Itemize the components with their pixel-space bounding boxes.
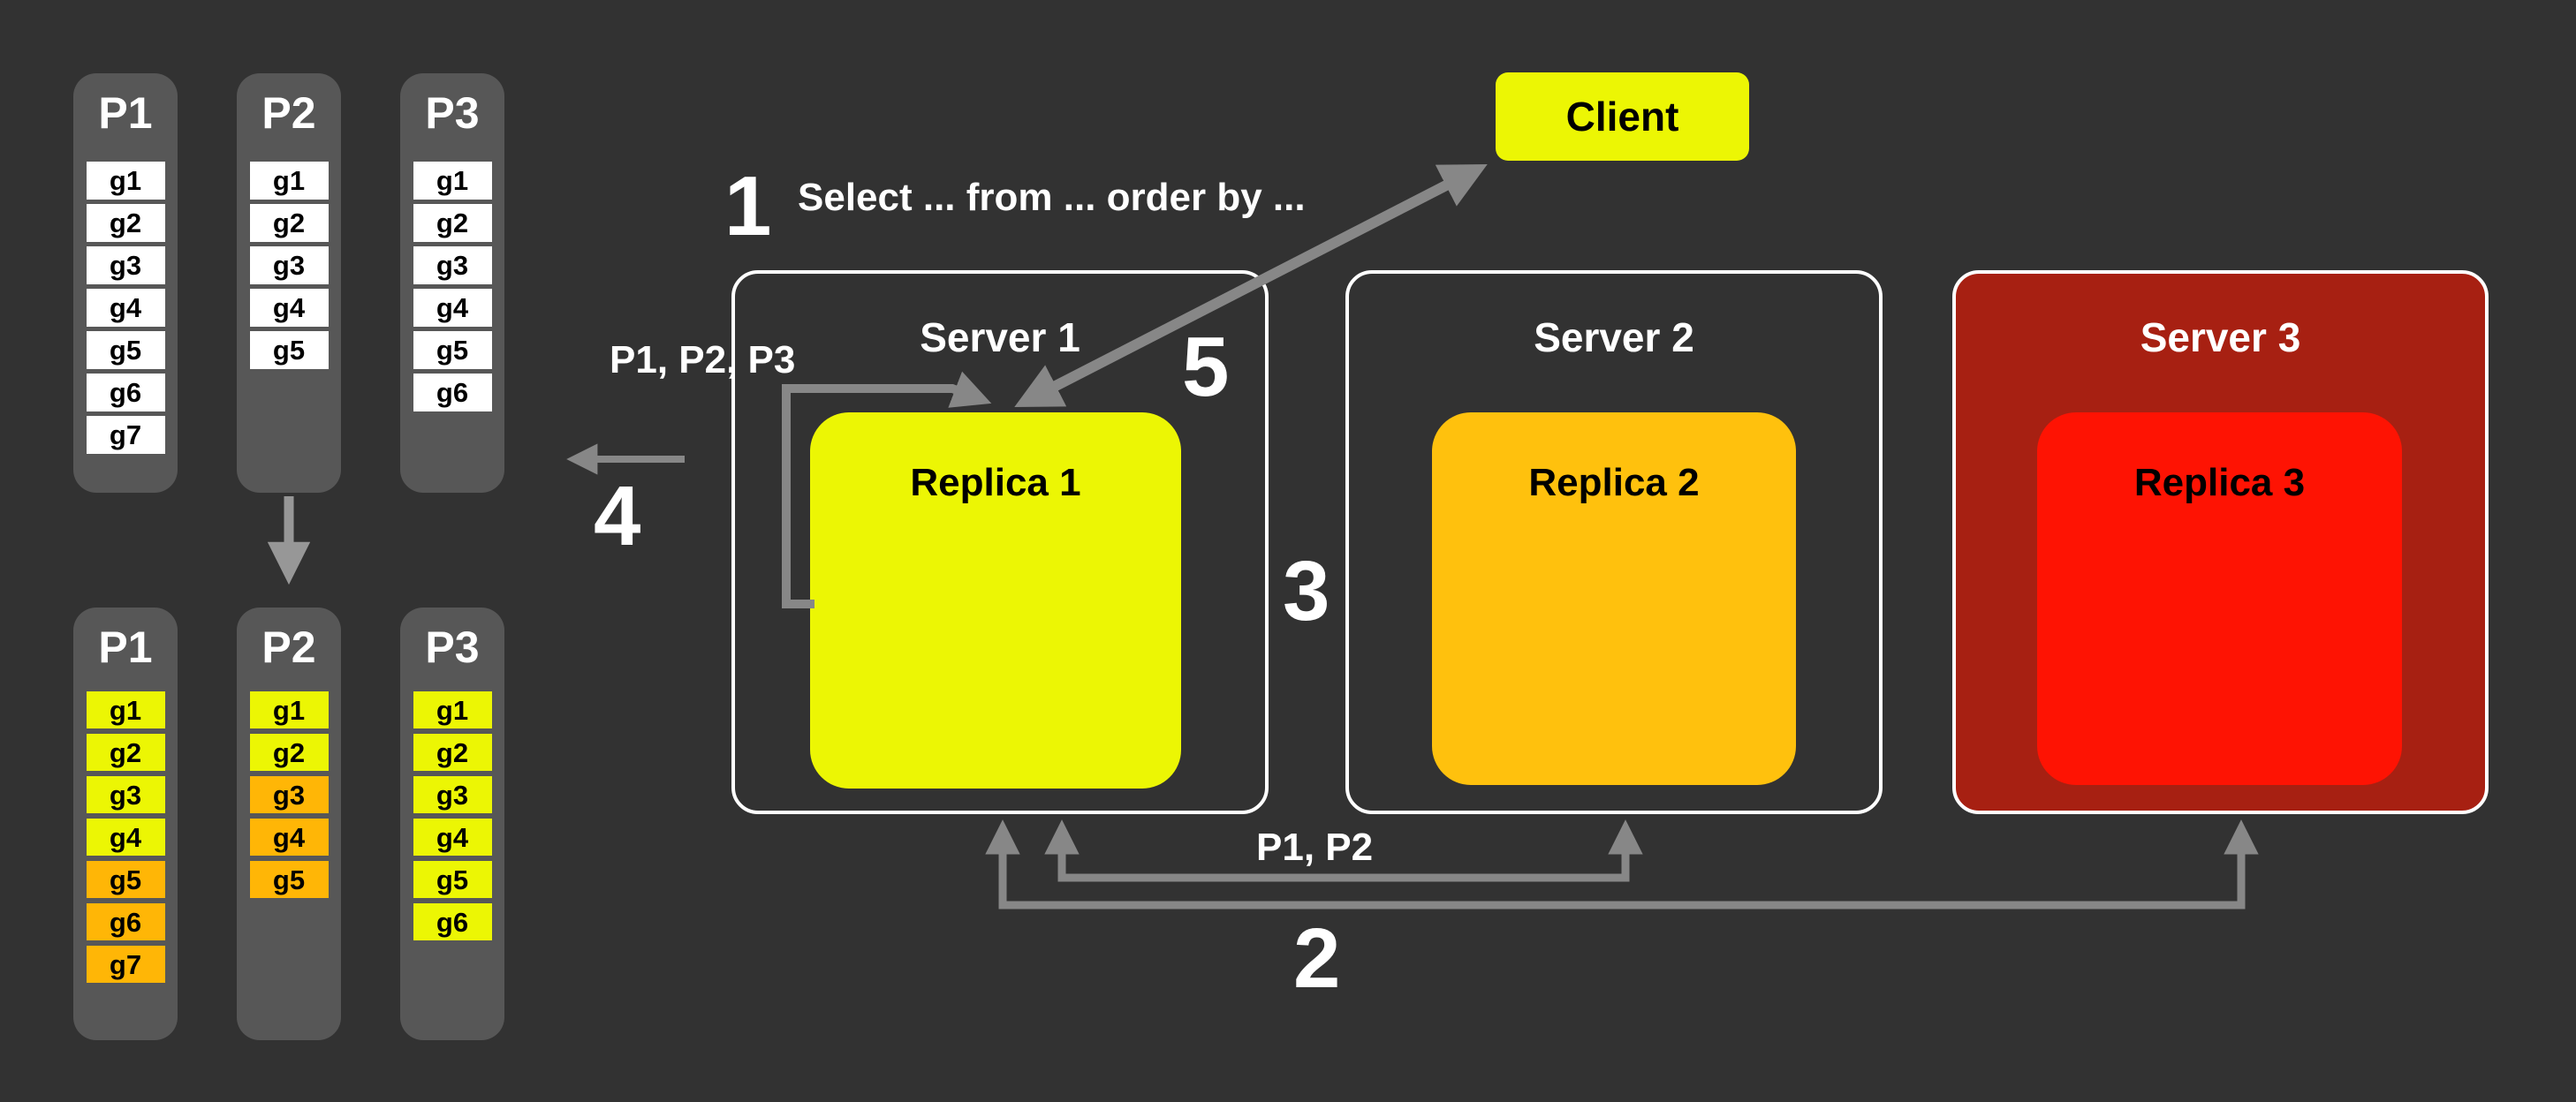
partition-title: P3 (425, 88, 480, 138)
group-box-g3: g3 (86, 776, 165, 813)
partition-column-p2-after: P2 g1 g2 g3 g4 g5 (237, 608, 341, 1040)
group-box-g1: g1 (249, 162, 329, 200)
replica-3-title: Replica 3 (2133, 461, 2306, 504)
replica-2-box: Replica 2 (1432, 412, 1796, 785)
replica-1-title: Replica 1 (910, 461, 1081, 504)
partition-set-before: P1 g1 g2 g3 g4 g5 g6 g7 P2 g1 g2 g3 g4 g5 P3 g1 g2 g3 g4 g5… (73, 73, 504, 493)
group-box-g3: g3 (413, 246, 492, 284)
loop-partitions-label: P1, P2, P3 (610, 338, 796, 381)
group-box-g7: g7 (86, 946, 165, 983)
group-box-g6: g6 (86, 903, 165, 940)
group-box-g6: g6 (413, 903, 492, 940)
replica-1-box: Replica 1 (810, 412, 1181, 789)
group-box-g2: g2 (413, 204, 492, 242)
group-box-g1: g1 (413, 691, 492, 728)
group-box-g1: g1 (249, 691, 329, 728)
step-4-number: 4 (594, 469, 641, 563)
group-box-g5: g5 (86, 861, 165, 898)
partition-title: P2 (261, 623, 316, 672)
group-box-g4: g4 (86, 289, 165, 327)
group-box-g4: g4 (249, 819, 329, 856)
group-box-g4: g4 (413, 289, 492, 327)
partition-set-after: P1 g1 g2 g3 g4 g5 g6 g7 P2 g1 g2 g3 g4 g5 P3 g1 g2 g3 g4 g5… (73, 608, 504, 1040)
group-box-g5: g5 (413, 331, 492, 369)
group-stack: g1 g2 g3 g4 g5 g6 g7 (86, 691, 165, 983)
partition-title: P1 (98, 623, 153, 672)
partition-column-p1-before: P1 g1 g2 g3 g4 g5 g6 g7 (73, 73, 178, 493)
group-stack: g1 g2 g3 g4 g5 g6 (413, 162, 492, 411)
group-box-g2: g2 (86, 734, 165, 771)
group-box-g2: g2 (413, 734, 492, 771)
group-box-g5: g5 (249, 861, 329, 898)
partition-title: P3 (425, 623, 480, 672)
arrow-step2-server3 (985, 819, 2259, 910)
partition-title: P2 (261, 88, 316, 138)
replica-2-title: Replica 2 (1528, 461, 1700, 504)
server-2-box: Server 2 (1345, 270, 1883, 814)
group-box-g5: g5 (249, 331, 329, 369)
server-2-title: Server 2 (1534, 314, 1694, 360)
server-3-title: Server 3 (2140, 314, 2301, 360)
group-box-g4: g4 (86, 819, 165, 856)
group-box-g5: g5 (413, 861, 492, 898)
group-box-g4: g4 (413, 819, 492, 856)
group-box-g2: g2 (249, 734, 329, 771)
partition-column-p1-after: P1 g1 g2 g3 g4 g5 g6 g7 (73, 608, 178, 1040)
replica-3-box: Replica 3 (2037, 412, 2402, 785)
step-3-number: 3 (1283, 544, 1330, 638)
step-1-number: 1 (724, 159, 772, 253)
group-box-g3: g3 (249, 246, 329, 284)
client-box: Client (1496, 72, 1749, 161)
group-box-g3: g3 (413, 776, 492, 813)
group-box-g3: g3 (249, 776, 329, 813)
group-box-g7: g7 (86, 416, 165, 454)
partition-column-p3-before: P3 g1 g2 g3 g4 g5 g6 (400, 73, 504, 493)
group-stack: g1 g2 g3 g4 g5 g6 g7 (86, 162, 165, 454)
group-box-g2: g2 (249, 204, 329, 242)
group-box-g1: g1 (86, 162, 165, 200)
group-box-g3: g3 (86, 246, 165, 284)
group-stack: g1 g2 g3 g4 g5 (249, 691, 329, 898)
group-stack: g1 g2 g3 g4 g5 g6 (413, 691, 492, 940)
partition-column-p3-after: P3 g1 g2 g3 g4 g5 g6 (400, 608, 504, 1040)
group-stack: g1 g2 g3 g4 g5 (249, 162, 329, 369)
query-text: Select ... from ... order by ... (798, 176, 1306, 219)
group-box-g2: g2 (86, 204, 165, 242)
group-box-g1: g1 (413, 162, 492, 200)
step-5-number: 5 (1182, 320, 1230, 414)
transfer-partitions-label: P1, P2 (1256, 826, 1374, 869)
group-box-g6: g6 (86, 374, 165, 411)
group-box-g6: g6 (413, 374, 492, 411)
group-box-g4: g4 (249, 289, 329, 327)
partition-column-p2-before: P2 g1 g2 g3 g4 g5 (237, 73, 341, 493)
step-2-number: 2 (1293, 911, 1341, 1006)
group-box-g5: g5 (86, 331, 165, 369)
partition-title: P1 (98, 88, 153, 138)
group-box-g1: g1 (86, 691, 165, 728)
